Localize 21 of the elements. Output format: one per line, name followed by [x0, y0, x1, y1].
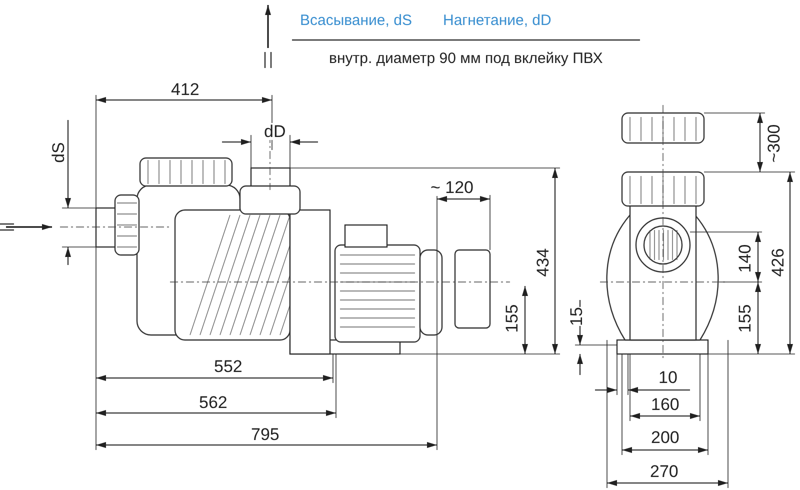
- dimension-label: 160: [651, 396, 680, 412]
- dimension-label: ~300: [766, 124, 783, 162]
- dimension-label: 10: [658, 368, 678, 386]
- dimension-label: 426: [770, 248, 787, 276]
- note-text: внутр. диаметр 90 мм под вклейку ПВХ: [329, 50, 603, 66]
- dimension-label: 270: [650, 462, 678, 480]
- dimension-label: 200: [651, 428, 680, 446]
- dimension-label: 562: [199, 394, 228, 410]
- legend-heading: Всасывание, dS: [300, 12, 412, 28]
- dimension-label: 155: [504, 304, 521, 332]
- dimension-label: 140: [736, 244, 754, 272]
- dimension-label: 15: [567, 306, 584, 326]
- dimension-label: dS: [49, 142, 66, 162]
- dimension-label: dD: [264, 122, 286, 140]
- dimension-label: 552: [214, 358, 242, 374]
- dimension-label: 412: [171, 80, 200, 98]
- dimension-label: 434: [534, 248, 552, 276]
- dimension-label: 795: [251, 426, 280, 442]
- dimension-label: ~ 120: [430, 178, 474, 196]
- dimension-label: 155: [736, 304, 754, 332]
- legend-heading: Нагнетание, dD: [443, 12, 552, 28]
